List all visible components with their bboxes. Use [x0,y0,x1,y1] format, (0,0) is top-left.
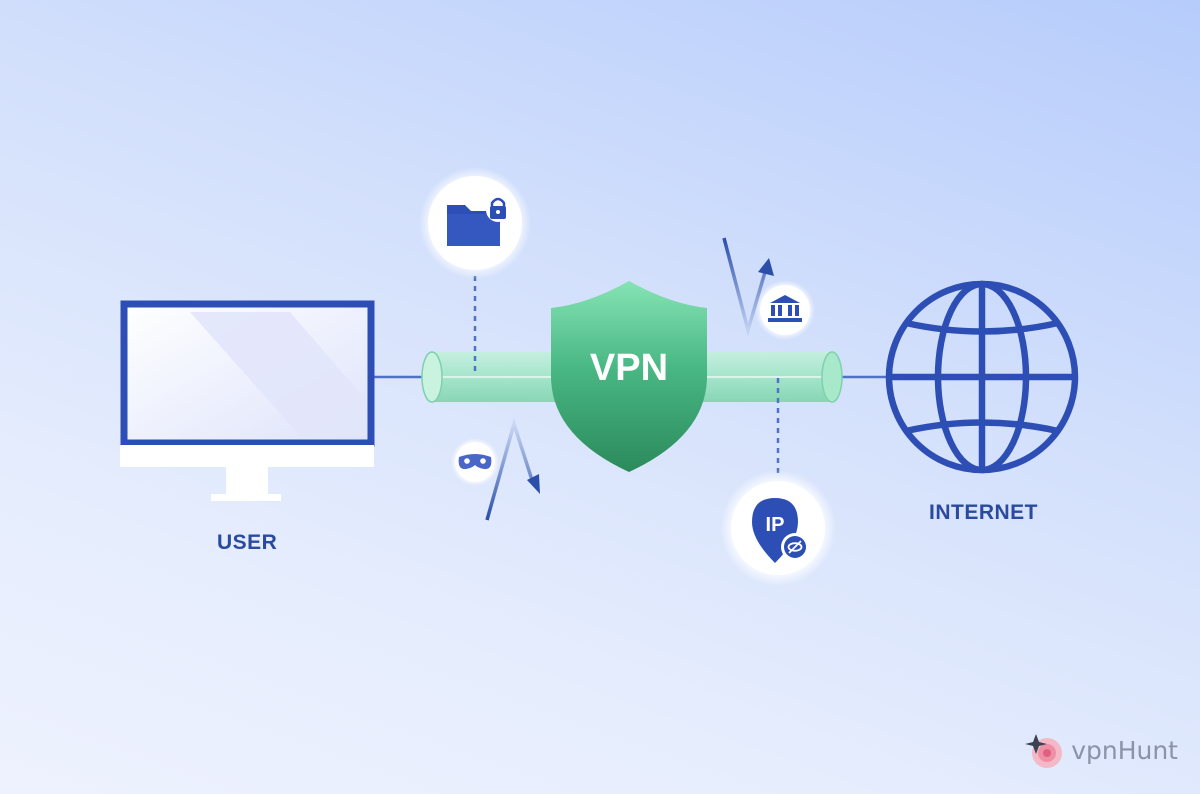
brand-logo: vpnHunt [1025,730,1178,770]
ip-label: IP [766,514,785,536]
vpn-label: VPN [590,347,668,389]
brand-name: vpnHunt [1071,735,1178,765]
encrypted-data-badge [419,167,531,279]
internet-label: INTERNET [929,501,1038,524]
locked-folder-icon [447,197,510,246]
anonymity-badge [451,438,499,486]
redirected-traffic-arrow [722,237,774,337]
vpnhunt-logo-icon [1025,734,1063,768]
blocked-traffic-arrow [485,417,540,521]
monitor-icon [120,300,375,501]
bank-icon [768,295,802,322]
hidden-ip-badge [720,470,836,586]
shield-icon [551,281,707,472]
globe-icon [885,280,1079,474]
hidden-ip-pin-icon [752,498,809,563]
mask-icon [458,454,492,470]
bank-badge [755,280,815,340]
user-label: USER [217,531,278,554]
